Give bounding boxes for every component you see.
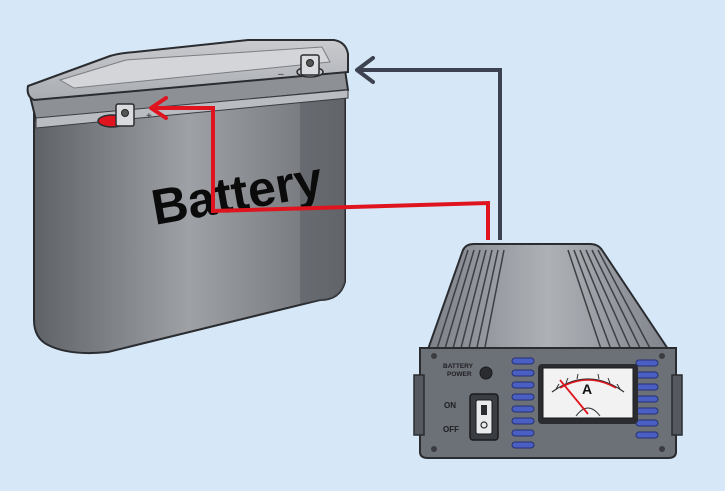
battery-power-led [479, 366, 493, 380]
off-label: OFF [443, 425, 459, 434]
positive-arrowhead [149, 96, 168, 120]
inverter-left-flange [413, 374, 425, 436]
screw-icon [659, 353, 665, 359]
ammeter-needle [559, 379, 589, 415]
screw-icon [659, 446, 665, 452]
negative-wire [358, 68, 502, 240]
wires [149, 56, 502, 240]
inverter-fins-right [567, 249, 653, 353]
ammeter-base-arc [575, 407, 601, 417]
inverter-right-flange [671, 374, 683, 436]
battery: + – Battery [26, 39, 350, 355]
inverter-fins-left [435, 249, 505, 353]
battery-power-label: BATTERY [443, 363, 474, 370]
positive-mark: + [146, 111, 152, 122]
battery-lid-inner [58, 46, 331, 89]
ammeter-unit-label: A [582, 381, 592, 397]
positive-terminal [97, 103, 135, 128]
screw-icon [431, 446, 437, 452]
negative-terminal [296, 54, 324, 78]
inverter-vent-slots [511, 357, 659, 449]
inverter-top [424, 243, 672, 357]
on-label: ON [444, 401, 456, 410]
battery-power-label-line2: POWER [447, 371, 472, 378]
battery-side-shade [300, 88, 345, 304]
screw-icon [431, 353, 437, 359]
positive-wire [153, 106, 490, 240]
power-switch[interactable] [469, 393, 499, 441]
ammeter-ticks [555, 373, 621, 390]
negative-mark: – [278, 69, 284, 80]
negative-arrowhead [355, 56, 375, 84]
ammeter: A [538, 364, 638, 424]
ammeter-scale [551, 378, 625, 393]
power-inverter: BATTERY POWER ON OFF [413, 243, 683, 459]
